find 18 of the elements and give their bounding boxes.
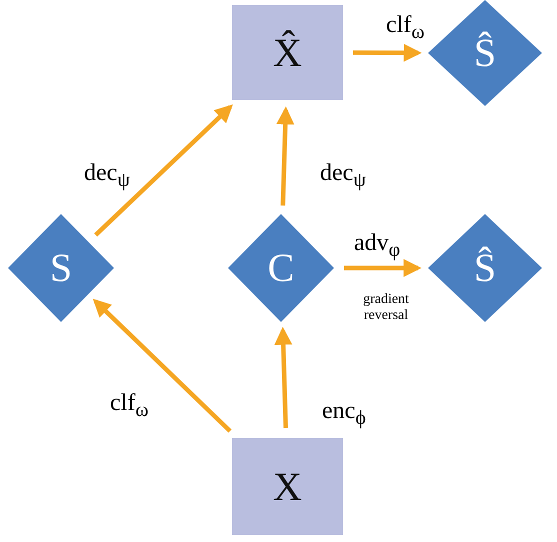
edge-label: dec$_{ψ}$ [82, 160, 132, 191]
node-label: C [268, 248, 294, 288]
arrow [276, 106, 294, 206]
node-label: X [273, 466, 302, 506]
arrow [353, 44, 422, 62]
arrow [344, 259, 422, 277]
process-box [232, 5, 343, 100]
node-label: S [50, 248, 72, 288]
edge-label: dec$_{ψ}$ [318, 160, 368, 191]
node-label: Ŝ [474, 248, 496, 288]
arrow [274, 326, 292, 428]
arrow [92, 298, 232, 433]
process-box [232, 438, 343, 535]
node-label: Ŝ [474, 33, 496, 73]
annotation: gradient reversal [362, 292, 410, 324]
edge-label: adv$_{φ}$ [352, 230, 402, 261]
node-label: X̂ [273, 32, 302, 72]
arrow [94, 104, 233, 237]
